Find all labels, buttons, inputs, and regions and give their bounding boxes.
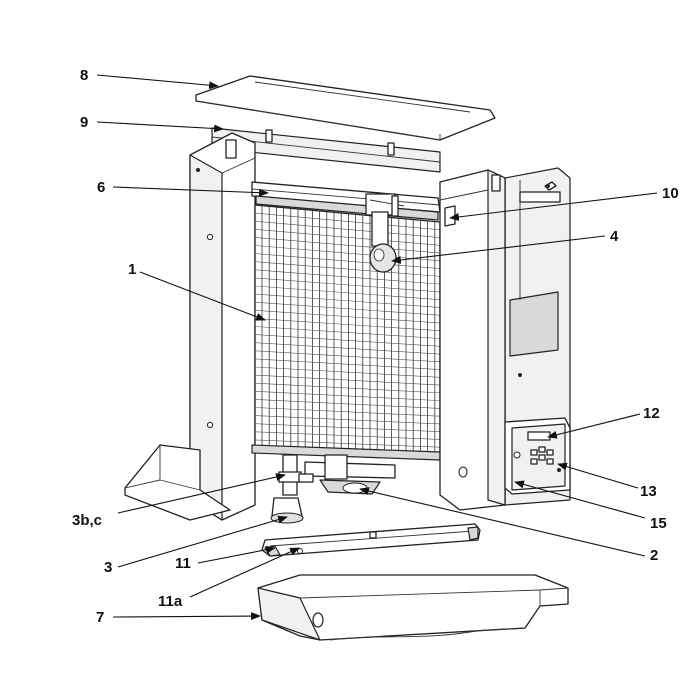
leader-7: [112, 612, 261, 621]
leader-13: [557, 462, 639, 489]
callout-3: 3: [104, 559, 112, 576]
callout-8: 8: [80, 67, 88, 84]
leader-15: [514, 480, 646, 519]
float-assembly-part-4: [365, 193, 405, 273]
callout-4: 4: [610, 228, 619, 245]
callout-labels: 8 9 6 10 4 1 12 13 3b,c 15 3 2 11 11a 7: [72, 67, 679, 626]
callout-6: 6: [97, 179, 105, 196]
callout-7: 7: [96, 609, 104, 626]
leader-8: [96, 74, 219, 90]
callout-15: 15: [650, 515, 667, 532]
callout-2: 2: [650, 547, 658, 564]
right-side-panel: [439, 169, 506, 511]
leader-12: [547, 413, 641, 439]
leader-3: [117, 515, 288, 568]
callout-13: 13: [640, 483, 657, 500]
control-module-part-12: [504, 417, 571, 495]
leader-11: [197, 545, 276, 564]
callout-10: 10: [662, 185, 679, 202]
leader-11a: [189, 547, 300, 598]
callout-11a: 11a: [158, 593, 183, 610]
callout-11: 11: [175, 555, 191, 572]
top-cover-part-8: [195, 75, 496, 141]
leader-3bc: [117, 473, 286, 514]
leader-9: [96, 121, 224, 133]
bin-chute-part-7: [257, 574, 569, 641]
leader-lines: [96, 74, 658, 621]
leader-6: [112, 186, 269, 197]
leader-10: [449, 192, 658, 221]
leader-4: [391, 235, 606, 264]
callout-3bc: 3b,c: [72, 512, 102, 529]
base-plate: [124, 444, 231, 521]
pump-assembly-part-2: [304, 454, 396, 495]
callout-1: 1: [128, 261, 136, 278]
leader-2: [359, 487, 646, 557]
evaporator-grid-part-1: [251, 204, 441, 461]
callout-12: 12: [643, 405, 660, 422]
left-side-panel: [189, 132, 256, 521]
leader-1: [139, 271, 266, 321]
deflector-part-11: [261, 523, 481, 557]
callout-9: 9: [80, 114, 88, 131]
